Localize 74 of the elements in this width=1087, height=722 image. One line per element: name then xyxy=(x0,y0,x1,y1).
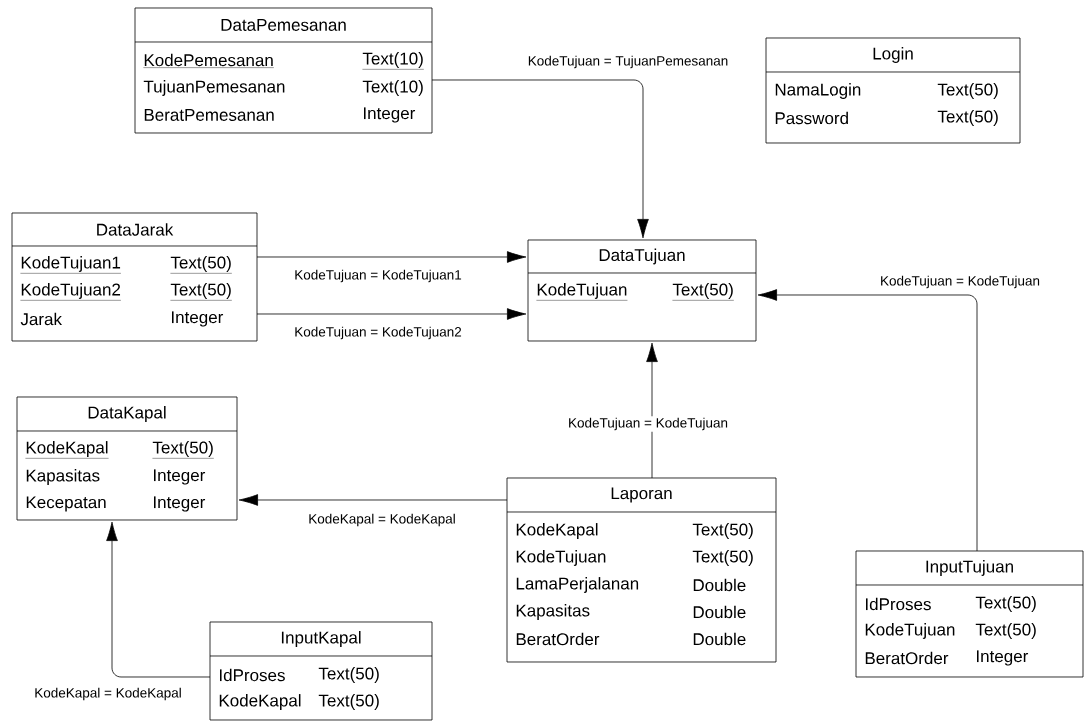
table xyxy=(209,621,433,721)
relationship-arrow xyxy=(646,342,658,479)
field-name: IdProses xyxy=(865,597,931,611)
field-type: Text(50) xyxy=(152,441,214,459)
edge-label: KodeKapal = KodeKapal xyxy=(35,687,181,701)
table xyxy=(527,239,757,342)
field-type: Text(50) xyxy=(318,694,379,710)
field-name: Kapasitas xyxy=(516,604,590,620)
field-name: KodeKapal xyxy=(25,441,109,459)
field-name: IdProses xyxy=(220,668,285,682)
field-type: Integer xyxy=(364,107,416,123)
field-type: Text(50) xyxy=(975,596,1036,612)
field-name: BeratOrder xyxy=(865,651,949,665)
field-name: KodeTujuan xyxy=(865,623,955,639)
field-name: NamaLogin xyxy=(775,83,861,99)
table xyxy=(11,212,258,342)
field-type: Text(50) xyxy=(672,283,735,301)
table-title: DataPemesanan xyxy=(221,19,346,31)
table xyxy=(855,550,1084,678)
field-name: BeratOrder xyxy=(516,632,600,646)
table-title: DataJarak xyxy=(97,223,174,236)
table-title: Login xyxy=(873,47,913,63)
field-type: Text(50) xyxy=(937,83,998,99)
field-type: Text(50) xyxy=(170,283,232,301)
field-name: KodePemesanan xyxy=(143,53,275,68)
field-name: KodeTujuan xyxy=(516,550,606,566)
field-name: Jarak xyxy=(20,312,62,326)
relationship-arrow xyxy=(106,521,211,678)
relationship-arrow xyxy=(256,251,527,263)
field-name: KodeKapal xyxy=(219,694,301,710)
table-title: InputKapal xyxy=(281,631,361,647)
field-type: Text(50) xyxy=(692,523,753,539)
field-type: Text(10) xyxy=(362,80,423,96)
field-name: KodeTujuan1 xyxy=(20,256,122,274)
edge-label: KodeTujuan = TujuanPemesanan xyxy=(528,55,728,69)
table xyxy=(16,396,238,521)
table-title: DataKapal xyxy=(88,406,166,422)
field-name: Kecepatan xyxy=(26,496,106,512)
field-name: KodeKapal xyxy=(516,523,598,539)
field-name: TujuanPemesanan xyxy=(143,80,285,96)
table-title: Laporan xyxy=(611,487,672,503)
table xyxy=(765,37,1021,144)
table-title: InputTujuan xyxy=(926,560,1013,576)
field-type: Integer xyxy=(154,469,206,485)
field-name: LamaPerjalanan xyxy=(516,577,639,593)
field-type: Integer xyxy=(976,650,1029,666)
field-type: Text(50) xyxy=(692,550,753,566)
field-type: Text(10) xyxy=(362,52,424,70)
table xyxy=(506,477,777,663)
field-name: BeratPemesanan xyxy=(144,109,274,121)
edge-label: KodeTujuan = KodeTujuan1 xyxy=(295,269,462,283)
field-type: Integer xyxy=(154,496,206,512)
field-type: Double xyxy=(693,578,746,592)
field-type: Text(50) xyxy=(975,623,1036,639)
field-type: Double xyxy=(693,605,746,619)
relationship-arrow xyxy=(256,308,527,320)
edge-label: KodeTujuan = KodeTujuan2 xyxy=(295,326,462,340)
field-name: KodeTujuan xyxy=(536,283,628,301)
field-type: Text(50) xyxy=(937,110,998,126)
relationship-arrow xyxy=(757,289,978,552)
edge-label: KodeTujuan = KodeTujuan xyxy=(569,417,728,431)
field-type: Double xyxy=(693,632,746,646)
field-name: Password xyxy=(775,111,848,125)
field-type: Text(50) xyxy=(170,256,232,274)
field-type: Text(50) xyxy=(318,667,379,683)
edge-label: KodeTujuan = KodeTujuan xyxy=(881,275,1040,289)
field-type: Integer xyxy=(172,311,224,327)
table xyxy=(134,7,433,134)
field-name: KodeTujuan2 xyxy=(20,283,122,301)
table-title: DataTujuan xyxy=(599,248,685,265)
field-name: Kapasitas xyxy=(26,469,100,485)
relationship-arrow xyxy=(238,494,508,506)
relationship-arrow xyxy=(431,79,649,239)
edge-label: KodeKapal = KodeKapal xyxy=(309,513,455,527)
